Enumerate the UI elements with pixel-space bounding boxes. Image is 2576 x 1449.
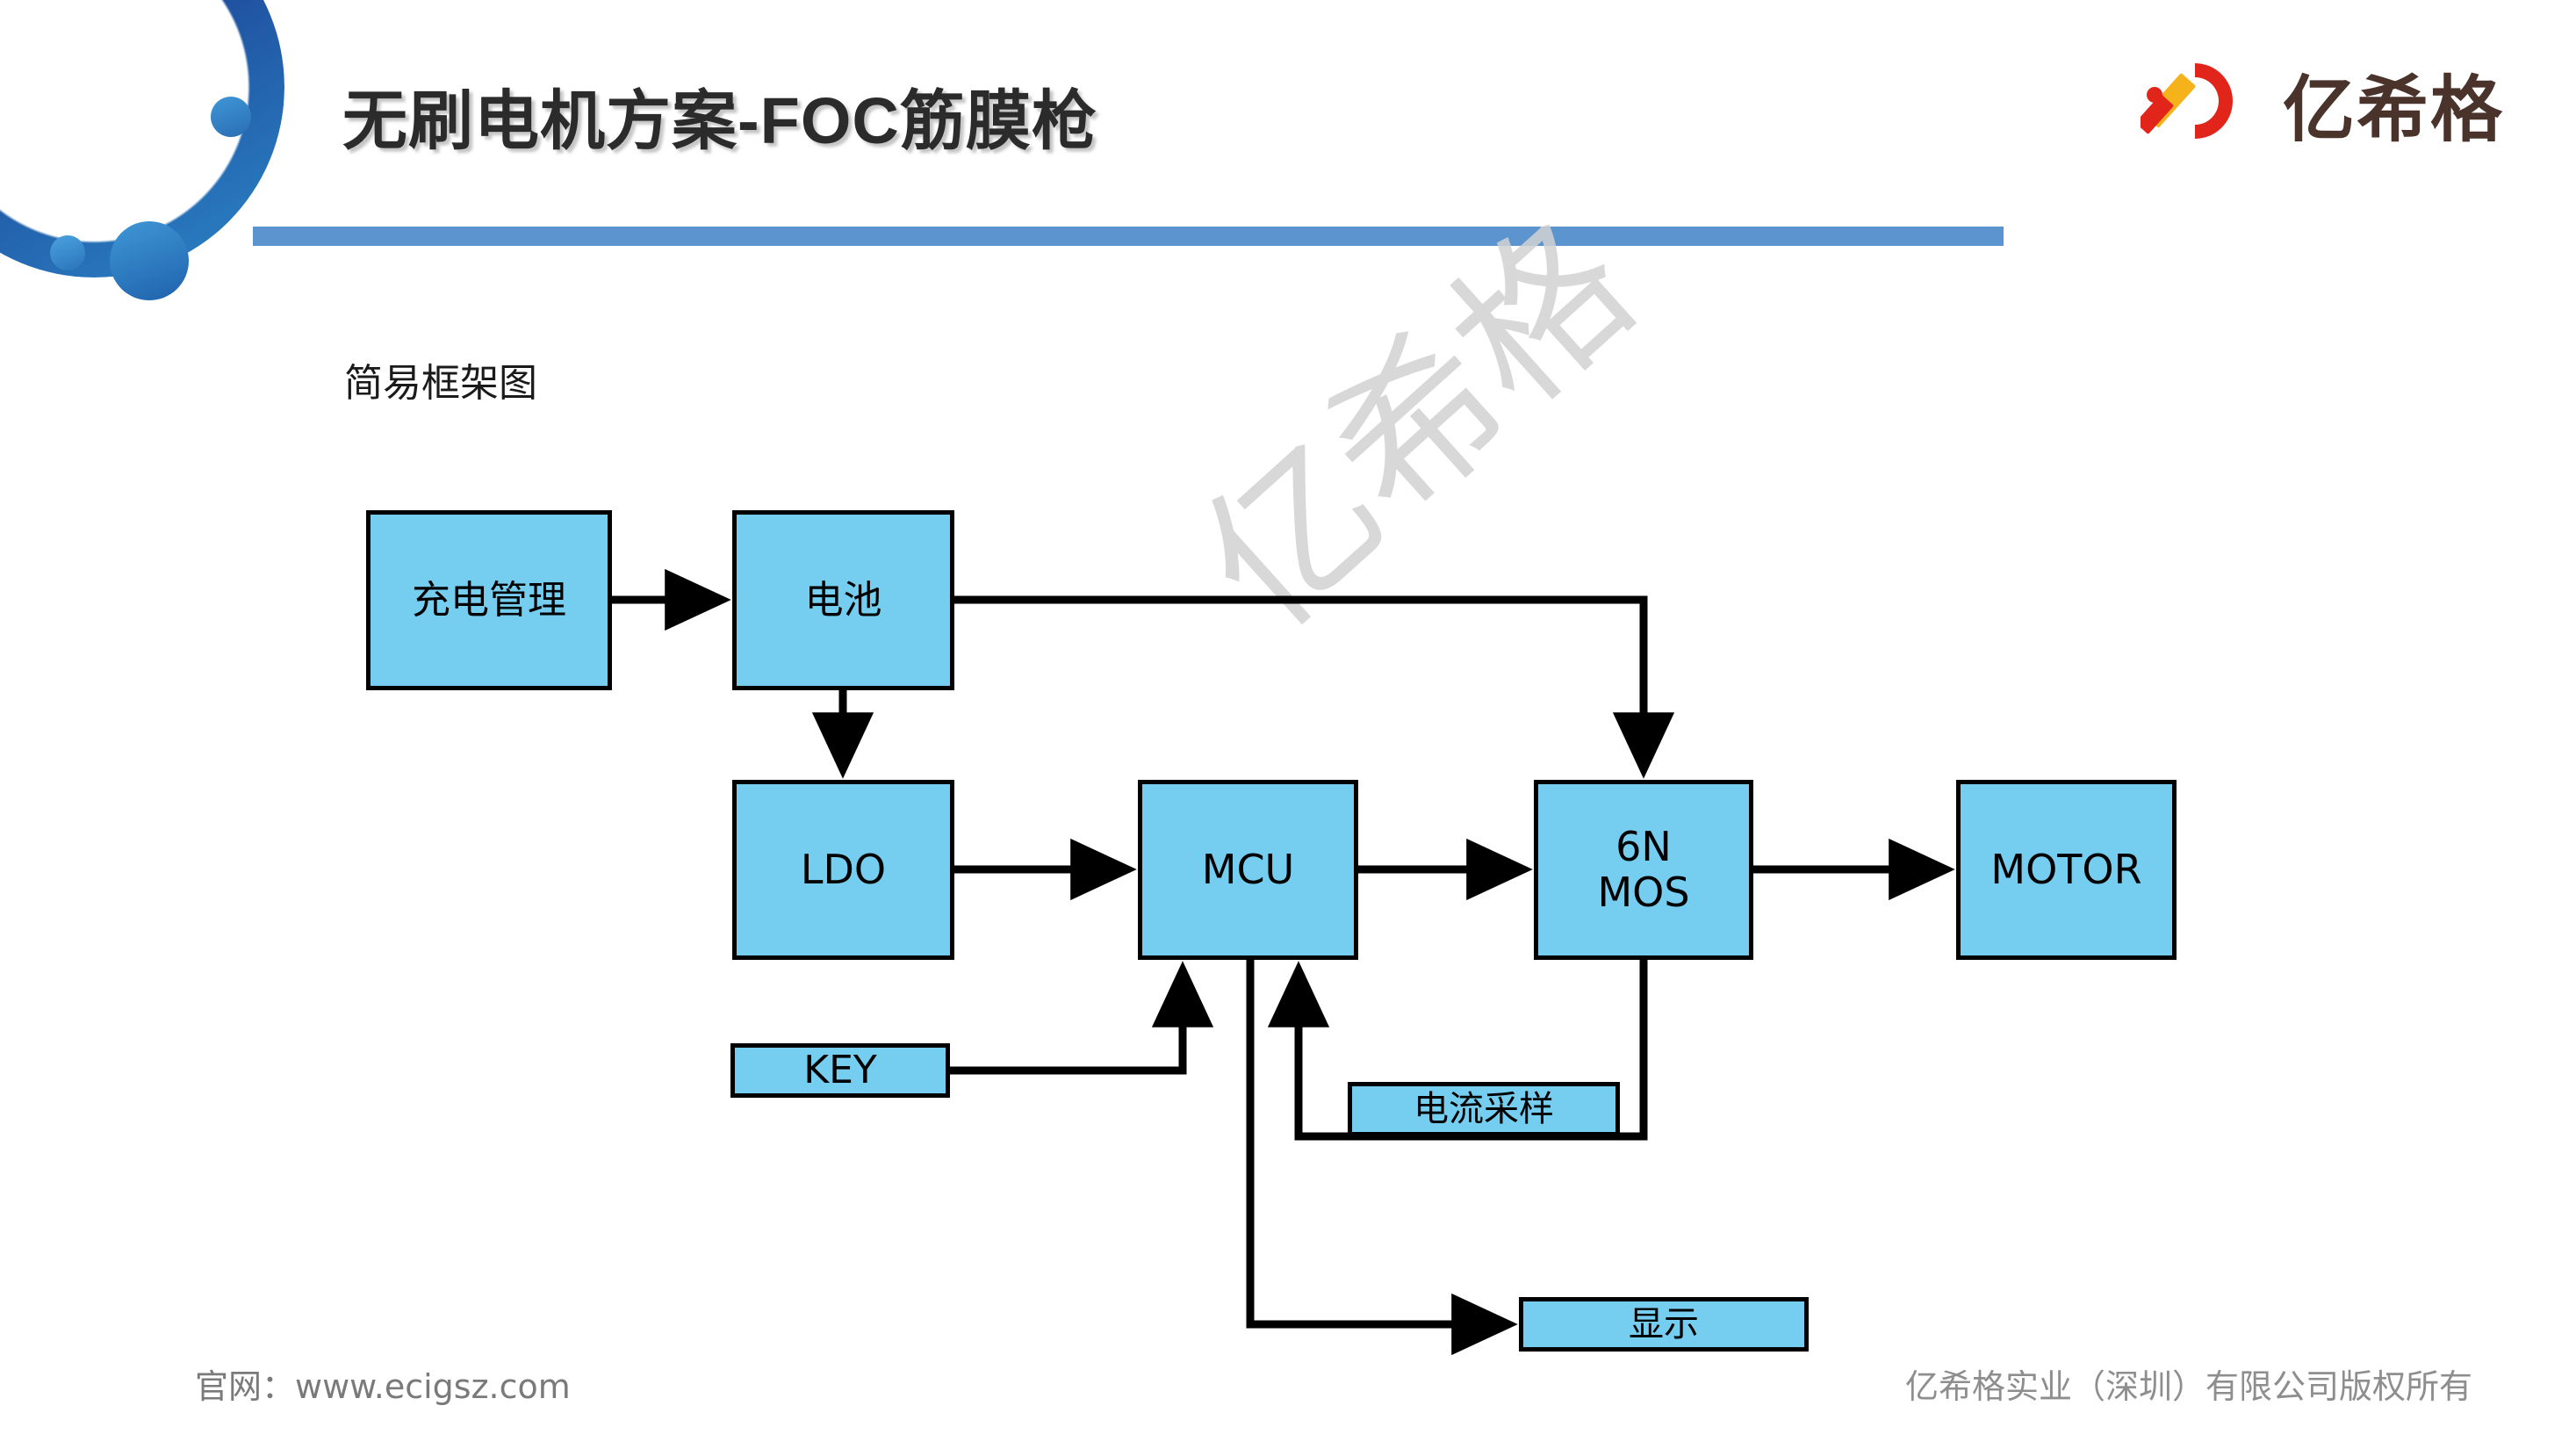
edge-battery-to-mos <box>954 595 1675 779</box>
node-mcu[interactable]: MCU <box>1138 780 1358 960</box>
node-key[interactable]: KEY <box>730 1043 950 1098</box>
node-ldo[interactable]: LDO <box>732 780 954 960</box>
node-current-sampling[interactable]: 电流采样 <box>1348 1082 1620 1136</box>
logo-wordmark: 亿希格 <box>2282 68 2504 152</box>
edge-current-sample-to-mcu <box>1267 960 1648 1141</box>
section-label: 简易框架图 <box>344 361 537 406</box>
node-6n-mos[interactable]: 6N MOS <box>1534 780 1753 960</box>
footer-copyright: 亿希格实业（深圳）有限公司版权所有 <box>1904 1367 2472 1406</box>
page-title: 无刷电机方案-FOC筋膜枪 <box>342 84 1097 157</box>
node-battery[interactable]: 电池 <box>732 510 954 690</box>
footer-website: 官网：www.ecigsz.com <box>195 1367 571 1406</box>
node-display[interactable]: 显示 <box>1519 1297 1809 1352</box>
edge-mcu-to-display <box>1246 960 1518 1356</box>
company-logo: 亿希格 <box>2135 54 2504 152</box>
title-underline-rule <box>253 227 2004 246</box>
node-charge-management[interactable]: 充电管理 <box>366 510 612 690</box>
node-motor[interactable]: MOTOR <box>1956 780 2177 960</box>
edge-key-to-mcu <box>950 961 1214 1075</box>
logo-swirl-icon <box>2135 54 2263 151</box>
